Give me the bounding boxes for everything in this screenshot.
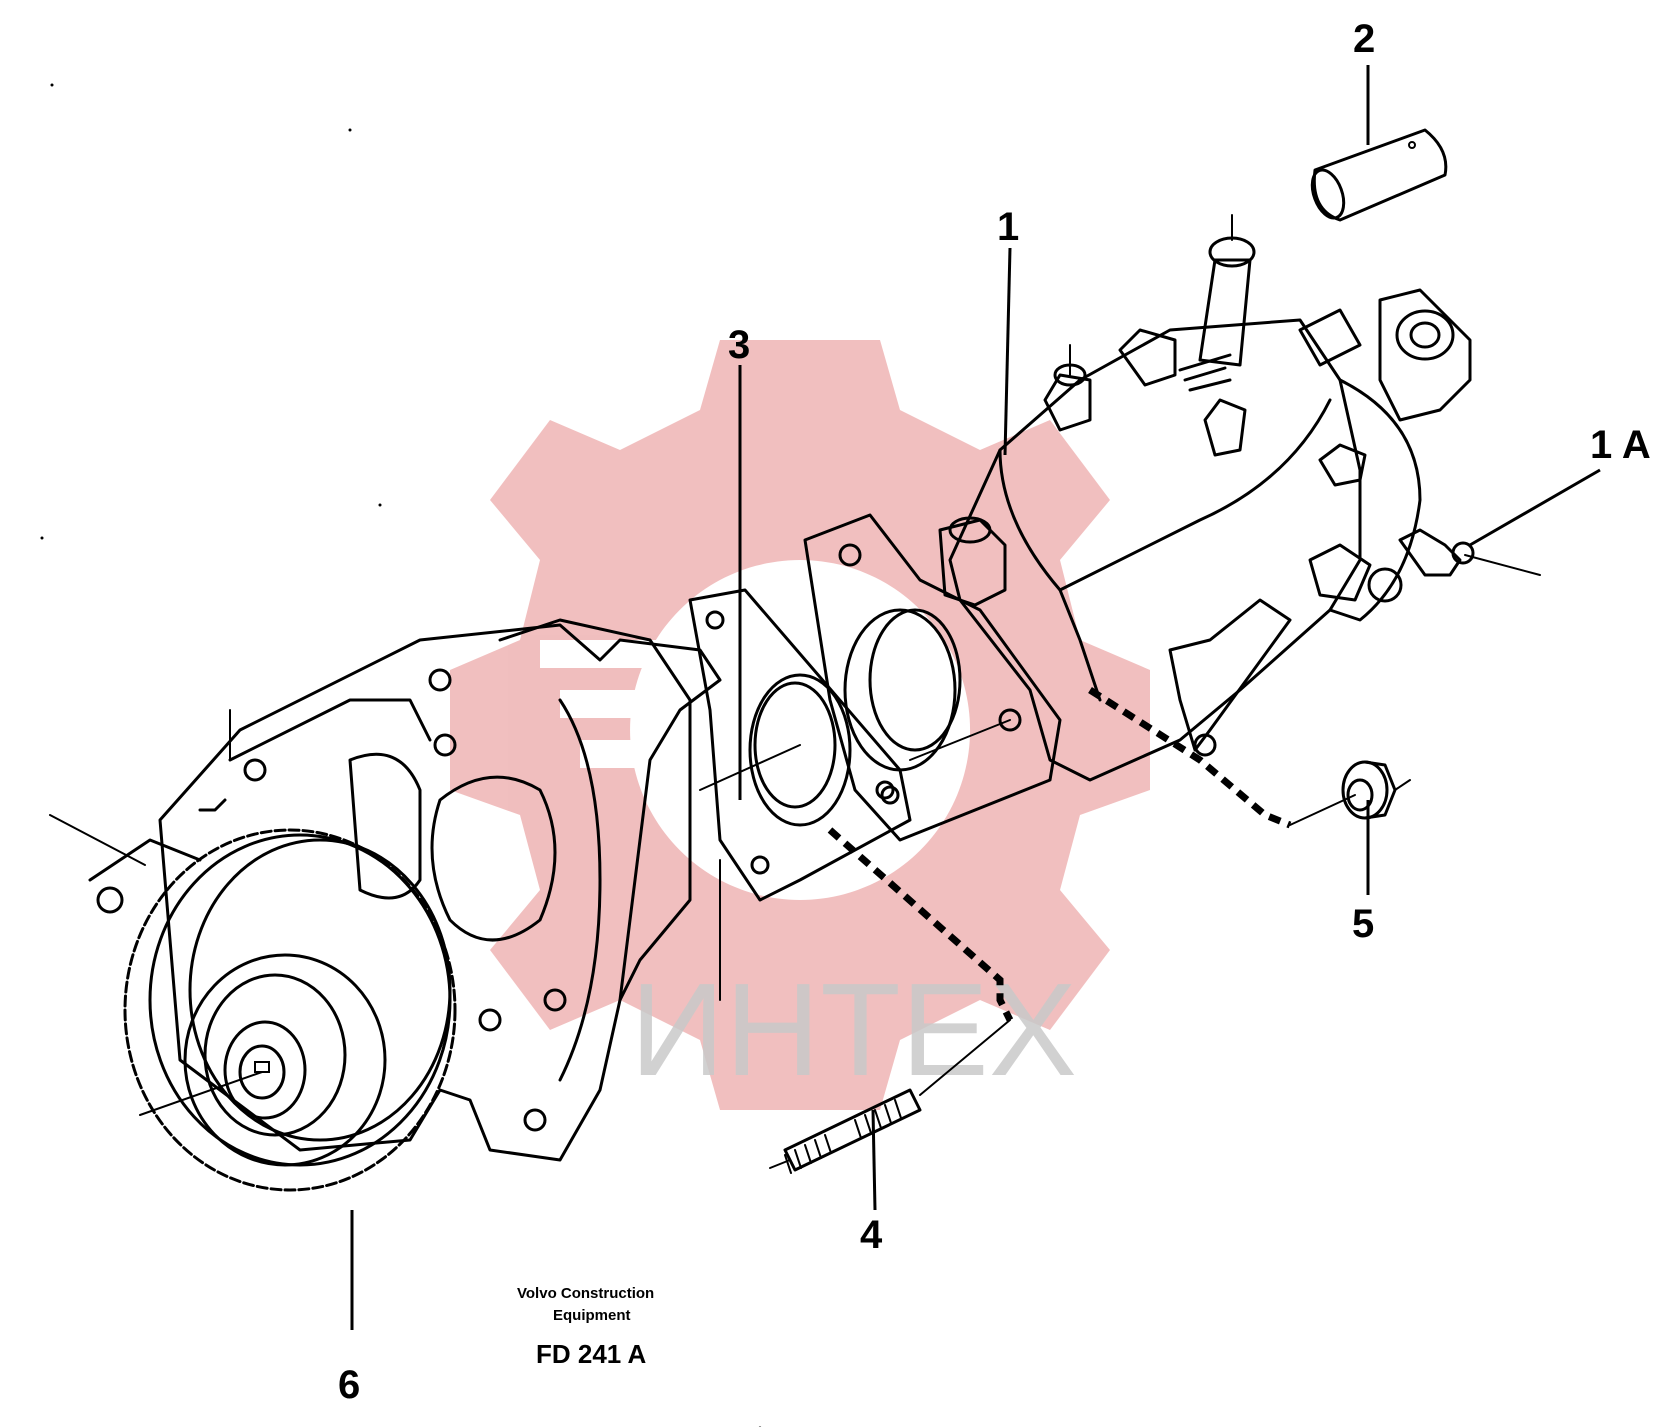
watermark-text: ИНТЕХ (630, 956, 1077, 1103)
fitting-1a (1398, 528, 1541, 577)
callout-2-label: 2 (1353, 17, 1375, 61)
callout-5-label: 5 (1352, 902, 1374, 946)
gasket (688, 588, 912, 902)
caption-line1: Volvo Construction (517, 1285, 654, 1302)
figure-code: FD 241 A (536, 1339, 647, 1369)
drive-gear (123, 828, 457, 1192)
caption-line2: Equipment (553, 1307, 631, 1324)
callout-1a-label: 1 A (1590, 423, 1651, 467)
scan-dots (40, 83, 762, 1427)
injection-pump (803, 214, 1472, 842)
callout-6-label: 6 (338, 1363, 360, 1407)
callout-4-label: 4 (860, 1213, 883, 1257)
sleeve-part (1310, 128, 1448, 222)
callout-1-label: 1 (997, 205, 1019, 249)
assembly-lines (827, 687, 1356, 1096)
washer-nut (1341, 760, 1411, 820)
watermark-gear-icon (450, 340, 1150, 1110)
engine-block-housing (49, 618, 722, 1162)
stud-bolt (769, 1088, 922, 1174)
callout-3-label: 3 (728, 323, 750, 367)
top-fittings (1043, 214, 1472, 603)
leader-lines (350, 65, 1601, 1330)
